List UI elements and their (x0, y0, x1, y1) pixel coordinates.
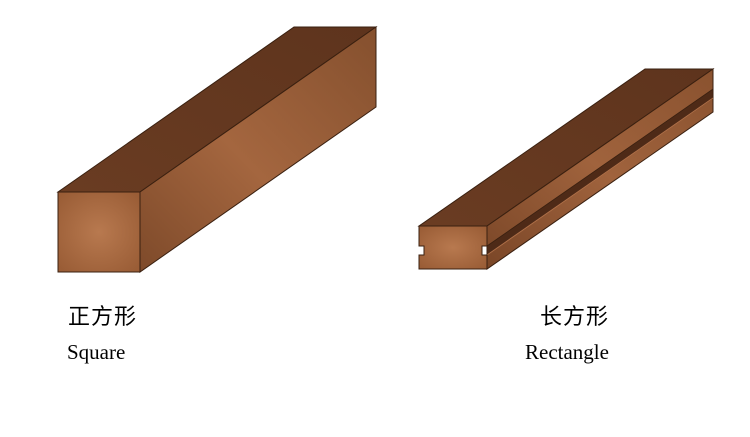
rectangle-beam-end-face (418, 225, 488, 270)
rectangle-beam (417, 68, 715, 270)
rectangle-label-chinese: 长方形 (540, 304, 610, 329)
square-label-chinese: 正方形 (68, 304, 138, 329)
rectangle-label-english: Rectangle (525, 340, 609, 364)
square-beam (56, 26, 378, 273)
square-beam-end-face (57, 191, 141, 273)
square-label-english: Square (67, 340, 126, 364)
rectangle-beam-groove-highlight (486, 97, 714, 256)
